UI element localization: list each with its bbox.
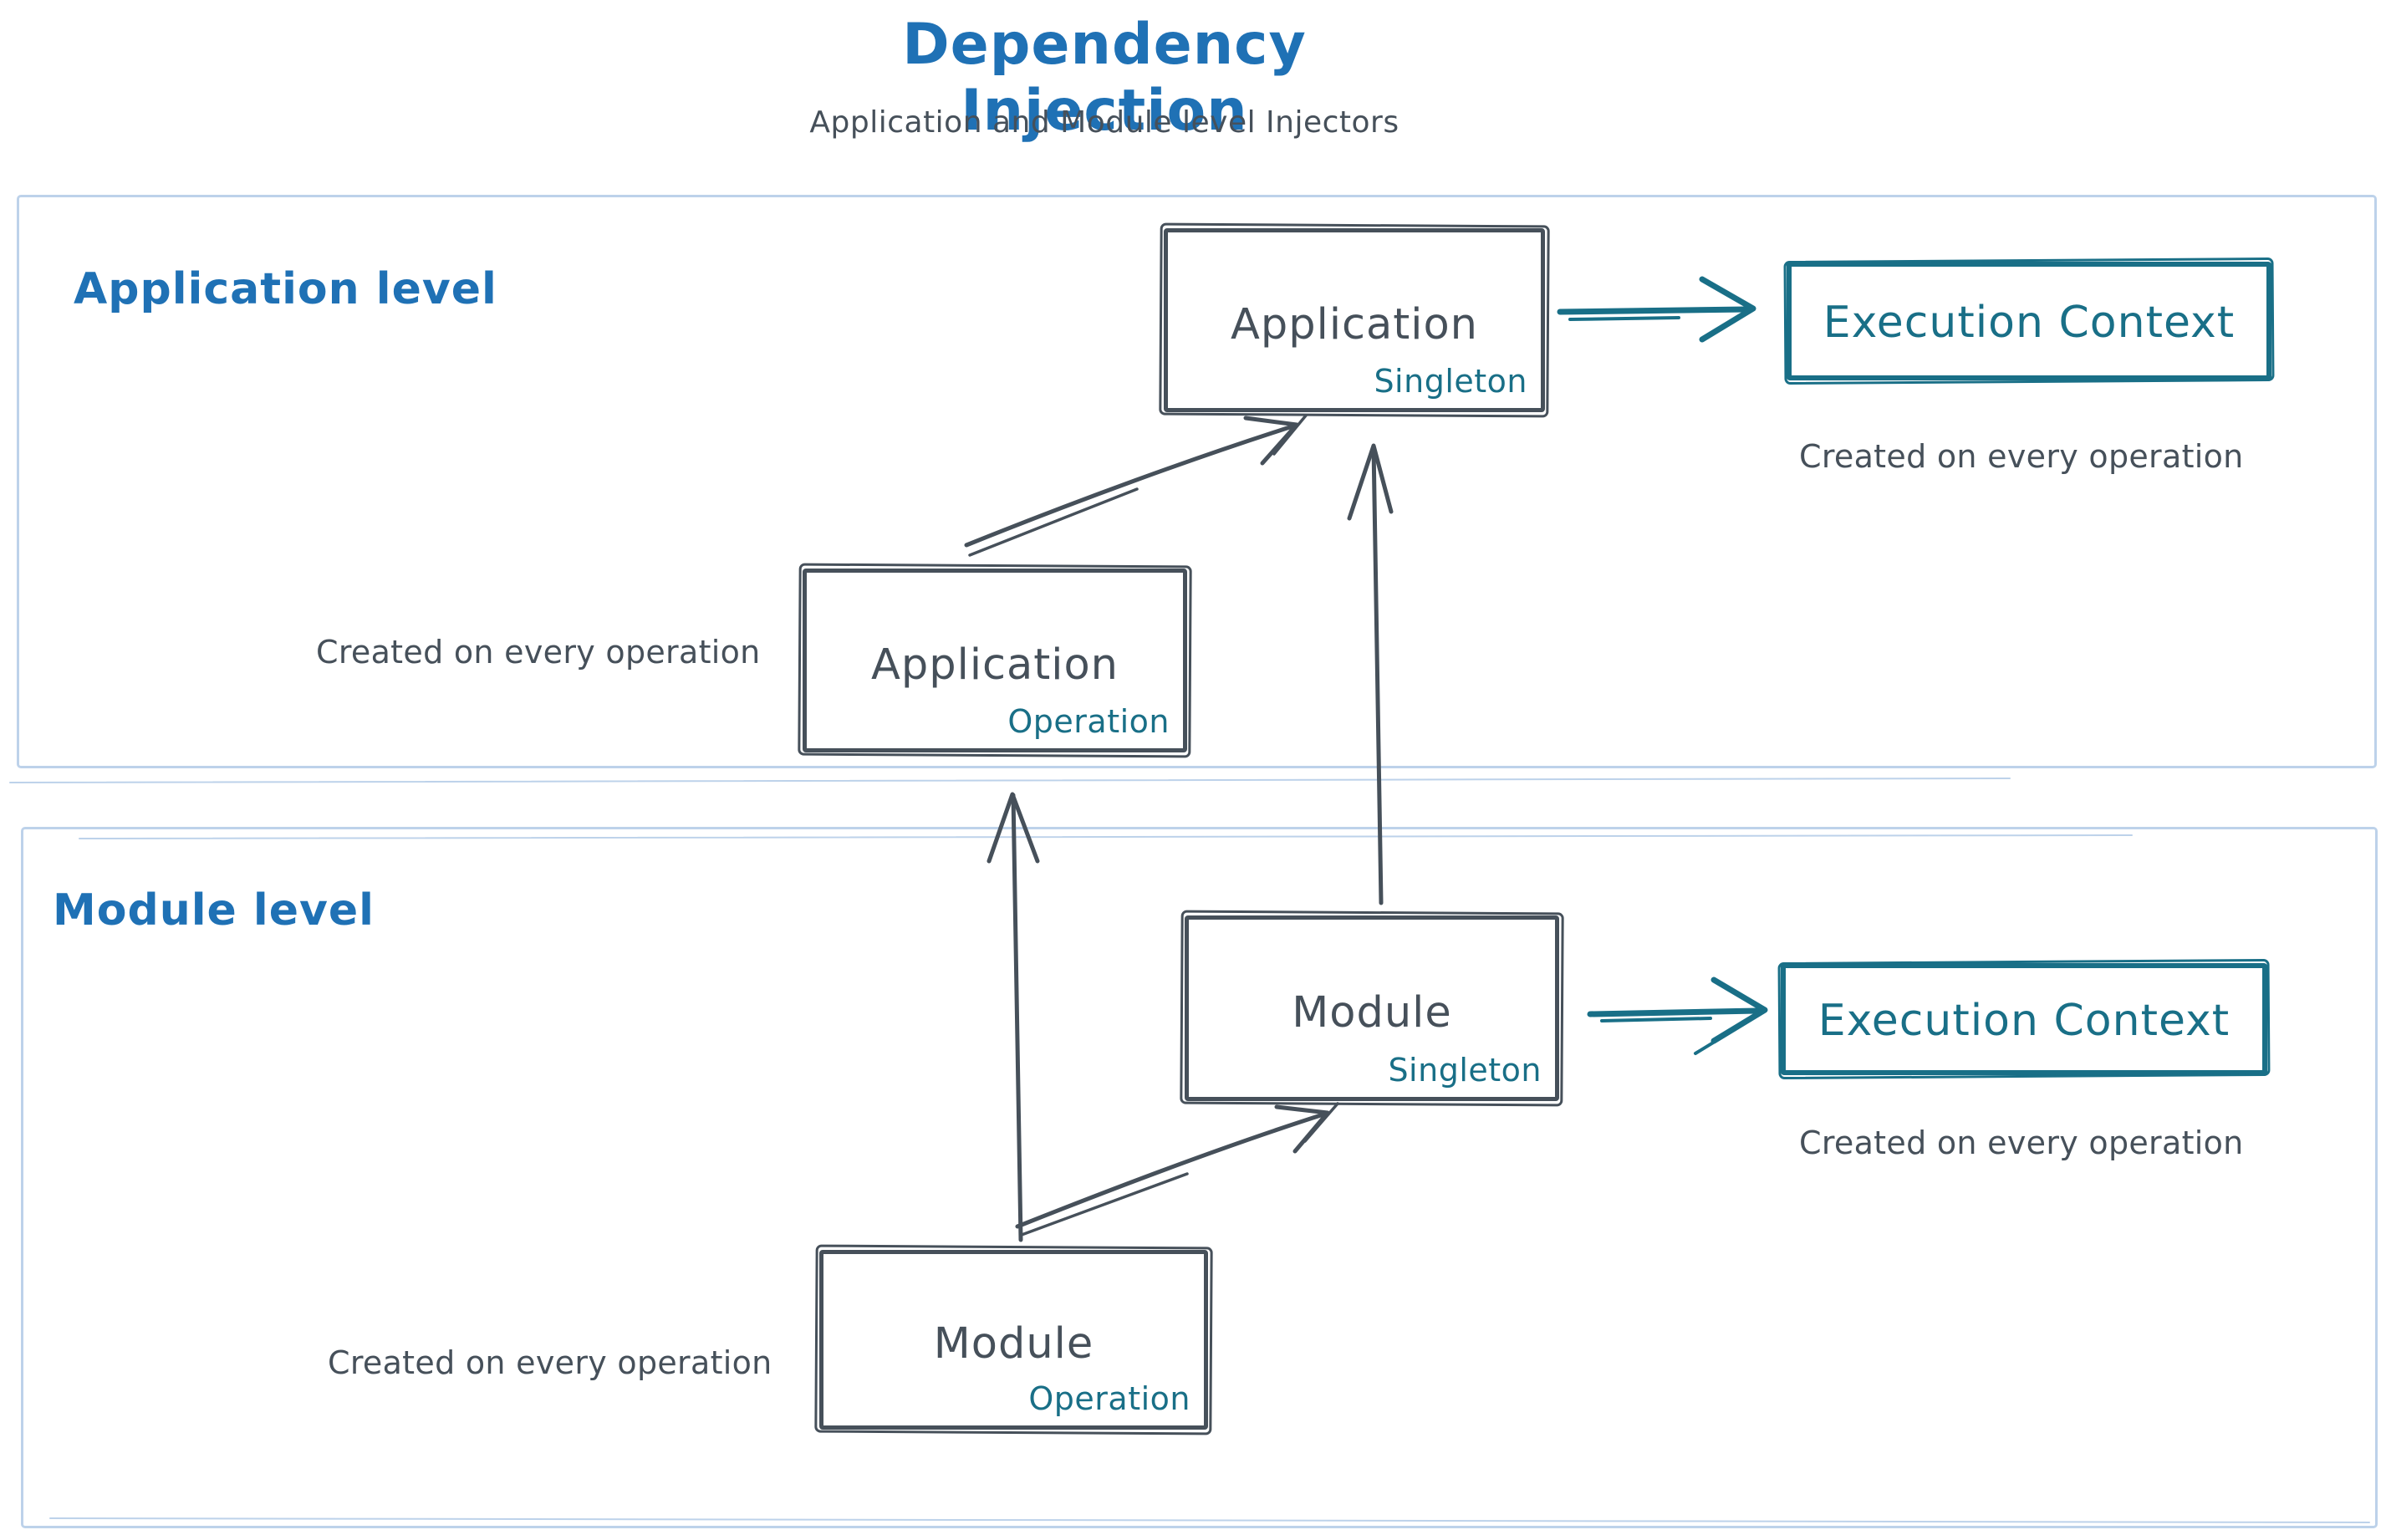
node-label: Execution Context: [1823, 298, 2236, 348]
module-level-container: [21, 827, 2378, 1528]
node-application-operation: Application Operation: [803, 569, 1187, 752]
caption-execution-context-application: Created on every operation: [1799, 438, 2244, 475]
caption-app-operation: Created on every operation: [316, 634, 761, 671]
node-execution-context-application: Execution Context: [1787, 262, 2271, 380]
node-tag-operation: Operation: [1028, 1380, 1190, 1417]
node-tag-singleton: Singleton: [1374, 363, 1527, 400]
module-level-label: Module level: [53, 885, 375, 936]
node-label: Execution Context: [1818, 996, 2231, 1046]
diagram-subtitle: Application and Module level Injectors: [809, 105, 1399, 140]
caption-execution-context-module: Created on every operation: [1799, 1124, 2244, 1161]
node-tag-operation: Operation: [1007, 703, 1170, 740]
node-label: Application: [871, 640, 1119, 690]
application-level-label: Application level: [74, 264, 497, 314]
node-label: Application: [1231, 299, 1478, 349]
node-application-singleton: Application Singleton: [1164, 228, 1545, 412]
node-label: Module: [1292, 987, 1452, 1038]
node-execution-context-module: Execution Context: [1781, 963, 2267, 1075]
caption-module-operation: Created on every operation: [328, 1344, 772, 1381]
node-label: Module: [933, 1319, 1094, 1369]
diagram-title: Dependency Injection: [902, 12, 1307, 144]
node-tag-singleton: Singleton: [1388, 1052, 1542, 1089]
application-level-container: [17, 195, 2377, 768]
node-module-singleton: Module Singleton: [1185, 915, 1559, 1101]
node-module-operation: Module Operation: [819, 1250, 1208, 1430]
